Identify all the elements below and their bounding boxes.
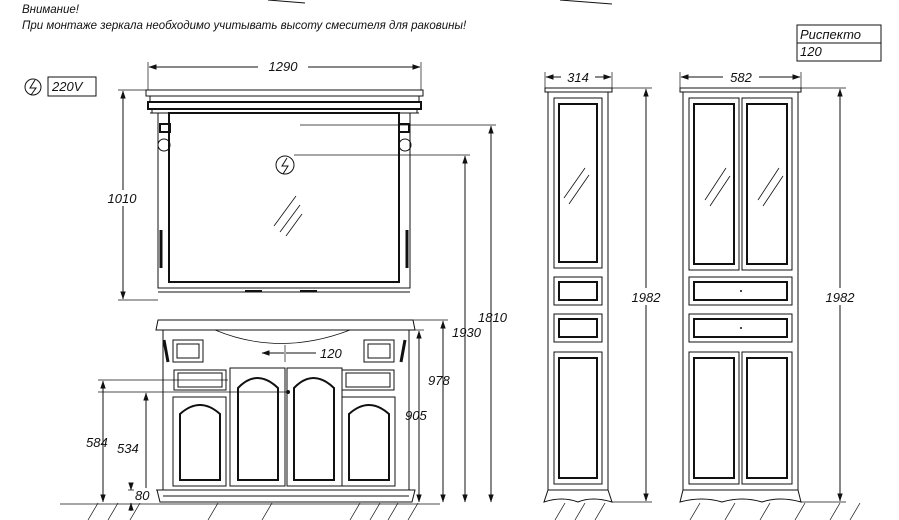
model-name: Риспекто [800,27,861,42]
dimension-582: 582 [679,68,802,88]
model-box: Риспекто 120 [796,24,882,62]
voltage-box [47,76,97,97]
dim-label-314: 314 [567,70,589,85]
electric-outlet-icon [24,78,42,96]
floor-hatching [60,502,861,520]
dimension-80: 80 [128,482,158,511]
warning-text: При монтаже зеркала необходимо учитывать… [22,20,467,32]
dim-label-120: 120 [320,346,342,361]
dim-label-1290: 1290 [269,59,299,74]
warning-title: Внимание! [22,4,79,16]
dim-label-978: 978 [428,373,450,388]
dimension-584-534: 584 534 [86,379,290,503]
dim-label-1930: 1930 [452,325,482,340]
dim-label-1010: 1010 [108,191,138,206]
mirror [145,89,424,293]
dim-label-584: 584 [86,435,108,450]
dim-label-534: 534 [117,441,139,456]
voltage-label: 220V [51,79,84,94]
dimension-905: 905 [405,329,427,503]
narrow-cabinet [543,87,613,503]
dimension-314: 314 [544,68,613,88]
dim-label-582: 582 [730,70,752,85]
dimension-mirror-width: 1290 [147,58,422,90]
dim-label-1982-narrow: 1982 [632,290,662,305]
dimension-978: 978 [412,319,450,503]
dim-label-1810: 1810 [478,310,508,325]
dimension-1982-wide: 1982 [801,87,862,503]
dimension-120: 120 [261,345,342,362]
dimension-1810: 1810 [478,125,508,503]
dimension-1982-narrow: 1982 [612,87,668,503]
vanity-cabinet [155,319,416,503]
dim-label-905: 905 [405,408,427,423]
dim-label-80: 80 [135,488,150,503]
mirror-outlet-icon [275,155,295,175]
wide-cabinet [679,87,802,503]
model-size: 120 [800,44,822,59]
top-edge-lines [267,0,613,5]
dimension-mirror-height: 1010 [102,89,158,301]
dimension-1930: 1930 [452,155,482,503]
dim-label-1982-wide: 1982 [826,290,856,305]
